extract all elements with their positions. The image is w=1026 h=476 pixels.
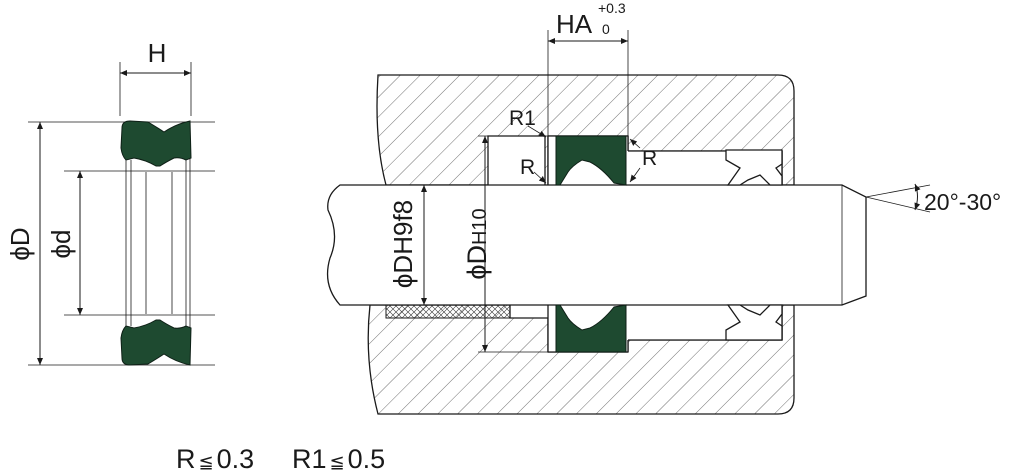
radius-r-right-label: R — [642, 147, 657, 170]
radius-r-left-label: R — [520, 156, 535, 179]
radius-r1-note: R1≦0.5 — [292, 444, 385, 471]
tolerance-lower: 0 — [602, 21, 610, 37]
seal-profile-bottom — [120, 319, 192, 366]
installation-view: HA +0.3 0 R1 R R ϕDH10 ϕDH9f8 20°-30° — [326, 0, 1001, 415]
installed-seal-top — [555, 135, 627, 186]
radius-notes: R≦0.3 R1≦0.5 — [176, 444, 385, 474]
radius-r-note: R≦0.3 — [176, 444, 254, 471]
tolerance-upper: +0.3 — [598, 0, 626, 16]
chamfer-angle-label: 20°-30° — [924, 189, 1001, 215]
groove-width-label: HA — [556, 9, 593, 39]
piston-rod — [326, 184, 867, 306]
guide-ring — [385, 304, 511, 319]
seal-width-label: H — [148, 38, 167, 68]
outer-diameter-label: ϕD — [5, 227, 35, 260]
bore-diameter-label: ϕDH10 — [462, 208, 492, 279]
rod-diameter-label: ϕDH9f8 — [388, 200, 418, 288]
wiper-seal-bottom — [725, 304, 783, 341]
seal-section-view: H ϕD ϕd — [5, 38, 215, 366]
wiper-seal-top — [725, 149, 783, 186]
seal-profile-top — [120, 120, 192, 167]
installed-seal-bottom — [555, 304, 627, 353]
inner-diameter-label: ϕd — [46, 229, 76, 258]
chamfer-angle-arc — [914, 183, 921, 211]
radius-r1-label: R1 — [509, 107, 536, 130]
